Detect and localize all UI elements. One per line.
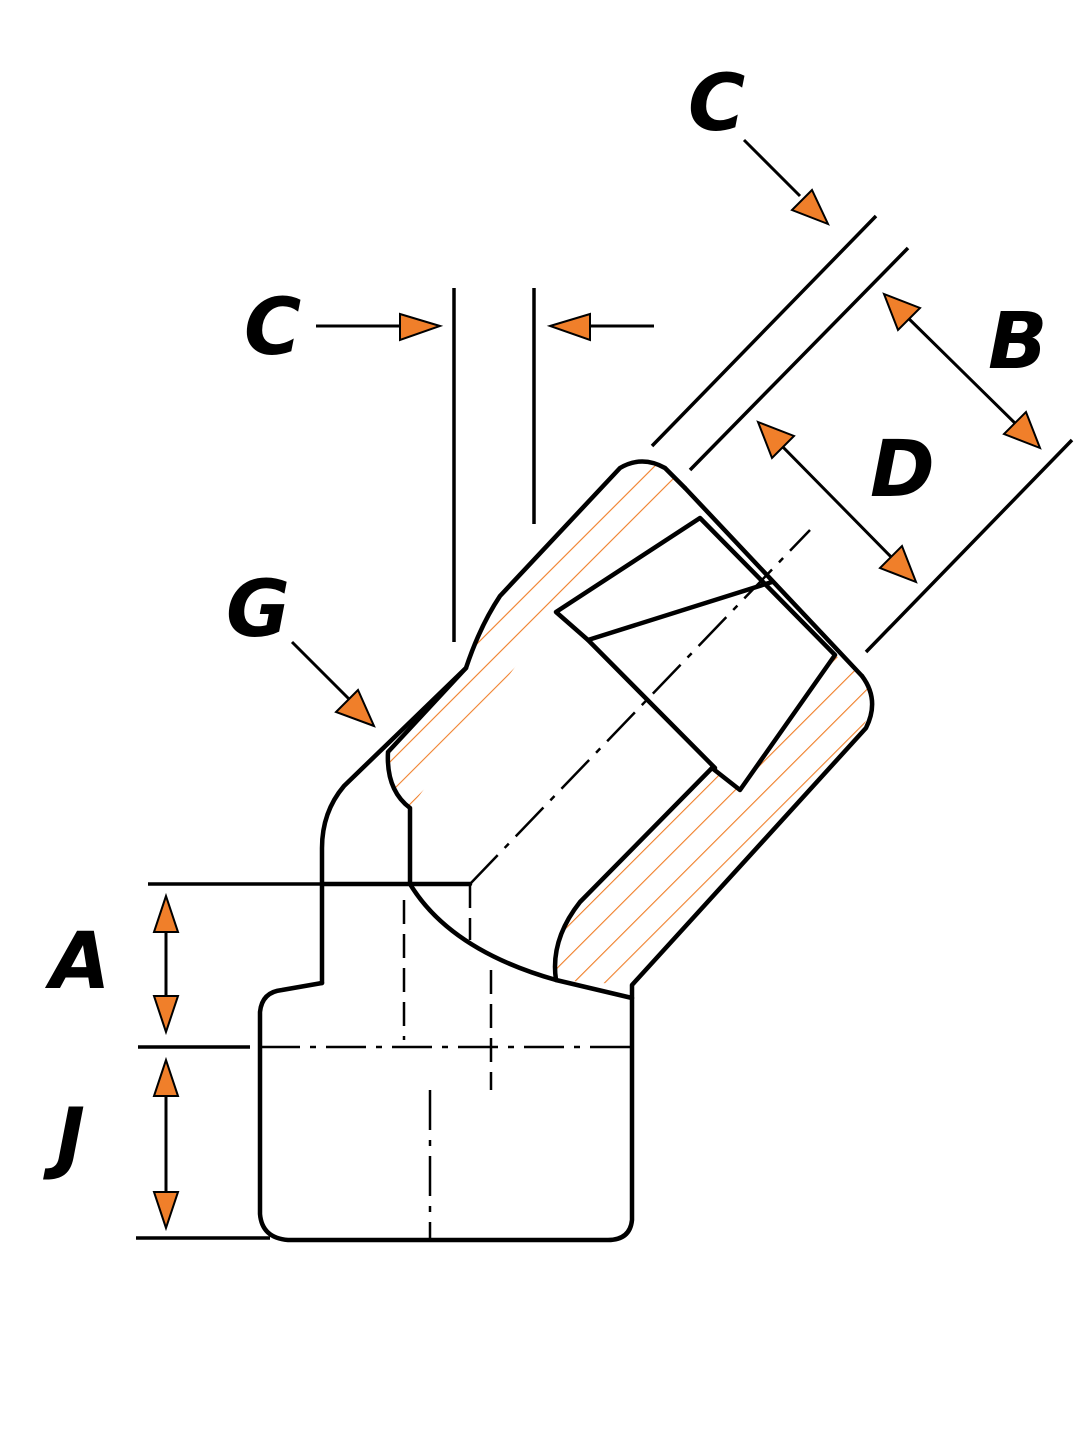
branch-centerline xyxy=(469,529,811,885)
label-d: D xyxy=(870,425,935,515)
dimension-arrows xyxy=(152,138,1042,1232)
label-c-mid: C xyxy=(244,283,301,373)
outer-lower-contour xyxy=(257,673,875,1243)
dim-d-arrow-upper xyxy=(756,420,796,460)
bore-intersection-curve xyxy=(407,881,635,1001)
dim-c-top-arrow xyxy=(790,188,830,226)
ext-line-b-end xyxy=(864,438,1074,654)
dim-c-mid-arrow-right xyxy=(399,312,444,342)
dim-b-line xyxy=(898,308,1026,434)
label-b: B xyxy=(988,297,1047,387)
dim-b-arrow-upper xyxy=(882,292,922,332)
outer-upper-contour xyxy=(319,459,688,986)
center-lines xyxy=(260,529,811,1240)
upper-wall-hatch xyxy=(387,462,685,808)
ext-line-c-top-outer xyxy=(650,214,878,448)
dim-g-line xyxy=(290,640,352,702)
dim-c-top-line xyxy=(742,138,802,198)
upper-wall-inner xyxy=(385,665,469,887)
extension-lines xyxy=(136,214,1074,1240)
dim-b-arrow-lower xyxy=(1002,410,1042,450)
dim-c-mid-arrow-left xyxy=(546,312,591,342)
dim-j-arrow-down xyxy=(152,1191,180,1232)
label-a: A xyxy=(44,917,110,1007)
pipe-stop-line xyxy=(585,579,775,643)
ext-line-c-top-inner xyxy=(688,246,910,472)
dim-d-arrow-lower xyxy=(878,544,918,584)
dim-a-arrow-down xyxy=(152,995,180,1036)
label-c-top: C xyxy=(688,59,745,149)
dim-a-arrow-up xyxy=(152,892,180,933)
lower-wall-hatch xyxy=(555,655,871,985)
label-j: J xyxy=(43,1093,85,1183)
dim-j-arrow-up xyxy=(152,1056,180,1097)
hatched-section xyxy=(387,462,871,985)
fitting-outline xyxy=(257,459,875,1243)
lower-wall-inner xyxy=(552,765,715,983)
label-g: G xyxy=(226,565,290,655)
dim-d-line xyxy=(774,438,902,568)
dim-g-arrow xyxy=(334,688,376,728)
hidden-line-right xyxy=(468,884,493,1090)
